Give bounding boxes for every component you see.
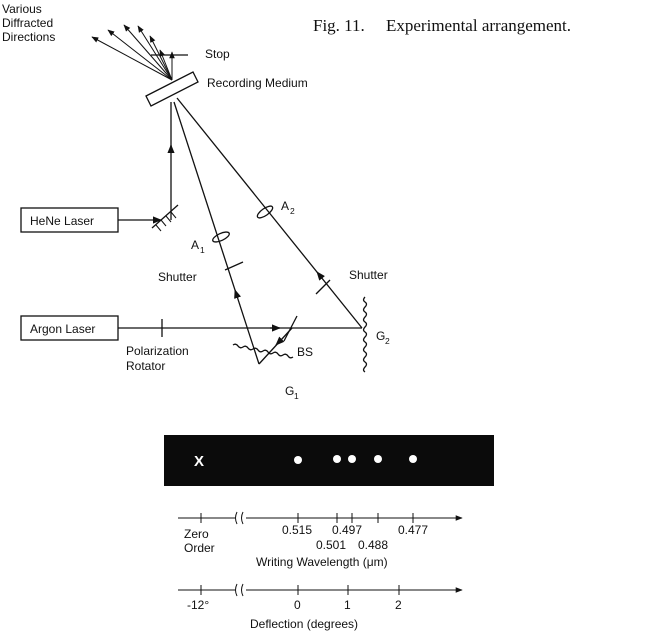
g2-label: G	[376, 329, 385, 343]
recording-medium	[145, 71, 199, 107]
zero-order-marker: X	[194, 453, 204, 470]
tick-0477: 0.477	[398, 523, 428, 537]
various-label: Various	[2, 2, 42, 16]
spot-0477	[409, 455, 417, 463]
figure-title: Experimental arrangement.	[386, 16, 571, 35]
bs-to-g1	[258, 327, 293, 365]
shutter-left-label: Shutter	[158, 270, 197, 284]
spot-0515	[294, 456, 302, 464]
hene-laser-box	[20, 207, 119, 233]
a2-sub: 2	[290, 206, 295, 216]
zero-label: Zero	[184, 527, 209, 541]
a1-label: A	[191, 238, 199, 252]
shutter-right-label: Shutter	[349, 268, 388, 282]
g1-sub: 1	[294, 391, 299, 401]
beam-splitter	[283, 315, 298, 342]
tick-0488: 0.488	[358, 538, 388, 552]
a1-sub: 1	[200, 245, 205, 255]
recording-medium-label: Recording Medium	[207, 76, 308, 90]
wavelength-axis	[178, 511, 463, 525]
spot-0488	[374, 455, 382, 463]
spot-0501	[333, 455, 341, 463]
shutter-right-mark	[315, 279, 331, 295]
deflection-tick-neg12: -12°	[187, 598, 209, 612]
argon-laser-box	[20, 315, 119, 341]
tick-0501: 0.501	[316, 538, 346, 552]
a2-label: A	[281, 199, 289, 213]
deflection-tick-0: 0	[294, 598, 301, 612]
hene-mirror	[151, 204, 179, 232]
deflection-tick-2: 2	[395, 598, 402, 612]
aperture-a2	[256, 205, 274, 219]
spot-strip	[164, 435, 494, 486]
deflection-axis-label: Deflection (degrees)	[250, 617, 358, 631]
bs-label: BS	[297, 345, 313, 359]
diffracted-label: Diffracted	[2, 16, 53, 30]
diffracted-beams	[91, 24, 175, 81]
diffraction-spots	[294, 455, 417, 464]
directions-label: Directions	[2, 30, 55, 44]
g1-label: G	[285, 384, 294, 398]
tick-0497: 0.497	[332, 523, 362, 537]
tick-0515: 0.515	[282, 523, 312, 537]
wavelength-axis-label: Writing Wavelength (μm)	[256, 555, 388, 569]
shutter-left-mark	[224, 261, 244, 271]
figure-number: Fig. 11.	[313, 16, 365, 35]
polarization-label: Polarization	[126, 344, 189, 358]
order-label: Order	[184, 541, 215, 555]
argon-laser-label: Argon Laser	[30, 322, 95, 336]
grating-g2	[362, 296, 368, 373]
stop-label: Stop	[205, 47, 230, 61]
deflection-tick-1: 1	[344, 598, 351, 612]
aperture-a1	[212, 231, 230, 243]
rotator-label: Rotator	[126, 359, 165, 373]
g2-sub: 2	[385, 336, 390, 346]
grating-g1	[232, 343, 294, 359]
spot-0497	[348, 455, 356, 463]
deflection-axis	[178, 583, 463, 597]
beam-a1	[173, 101, 260, 365]
hene-laser-label: HeNe Laser	[30, 214, 94, 228]
